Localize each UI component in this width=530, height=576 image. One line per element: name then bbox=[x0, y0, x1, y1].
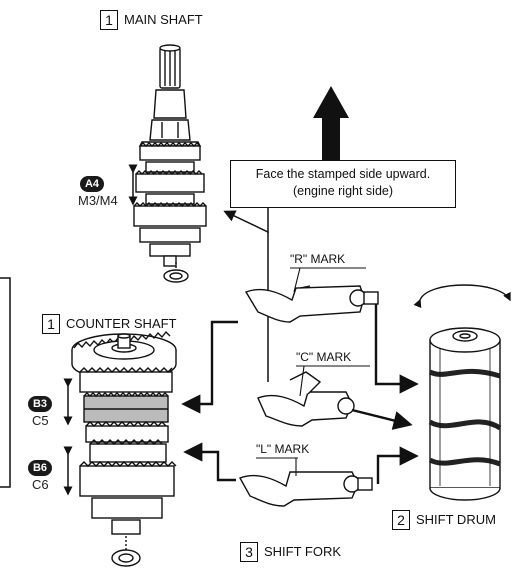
shift-fork-label: 3 SHIFT FORK bbox=[240, 542, 341, 562]
counter-shaft-drawing bbox=[71, 330, 177, 567]
b6-badge: B6 bbox=[28, 460, 52, 476]
main-shaft-label: 1 MAIN SHAFT bbox=[100, 10, 203, 30]
part-number-box: 3 bbox=[240, 542, 258, 562]
r-mark-label: "R" MARK bbox=[290, 252, 346, 266]
counter-shaft-text: COUNTER SHAFT bbox=[66, 316, 177, 331]
c6-text: C6 bbox=[32, 477, 49, 492]
shift-drum-label: 2 SHIFT DRUM bbox=[392, 510, 496, 530]
main-shaft-text: MAIN SHAFT bbox=[124, 12, 203, 27]
part-number-box: 2 bbox=[392, 510, 410, 530]
callout-line-1: Face the stamped side upward. bbox=[255, 167, 431, 181]
a4-badge: A4 bbox=[80, 176, 104, 192]
adjacent-panel-edge bbox=[0, 277, 11, 488]
callout-leader-line bbox=[223, 195, 269, 382]
callout-line-2: (engine right side) bbox=[292, 184, 394, 198]
counter-shaft-label: 1 COUNTER SHAFT bbox=[42, 314, 177, 334]
c5-text: C5 bbox=[32, 413, 49, 428]
b3-badge: B3 bbox=[28, 396, 52, 412]
l-mark-label: "L" MARK bbox=[256, 442, 310, 456]
part-number-box: 1 bbox=[42, 314, 60, 334]
m3-m4-text: M3/M4 bbox=[78, 193, 118, 208]
fork-to-shaft-arrows bbox=[181, 304, 419, 484]
shift-fork-text: SHIFT FORK bbox=[264, 544, 342, 559]
shift-fork-c bbox=[257, 371, 355, 427]
shift-fork-r bbox=[244, 285, 379, 323]
upward-direction-arrow bbox=[313, 86, 349, 160]
mark-leader-lines bbox=[256, 267, 370, 476]
main-shaft-drawing bbox=[133, 44, 207, 283]
part-number-box: 1 bbox=[100, 10, 118, 30]
shift-drum-drawing bbox=[413, 284, 511, 501]
c-mark-label: "C" MARK bbox=[296, 350, 352, 364]
orientation-callout: Face the stamped side upward. (engine ri… bbox=[230, 160, 456, 208]
shift-drum-text: SHIFT DRUM bbox=[416, 512, 496, 527]
shift-fork-l bbox=[238, 471, 373, 507]
